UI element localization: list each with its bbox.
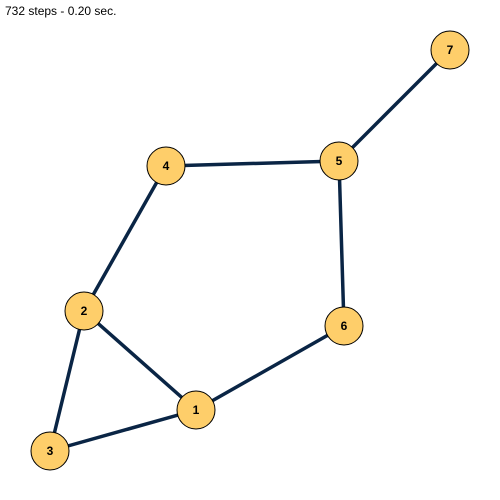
node-7[interactable]: 7 xyxy=(430,30,470,70)
node-2[interactable]: 2 xyxy=(64,291,104,331)
node-3[interactable]: 3 xyxy=(30,431,70,471)
edge-6-1 xyxy=(194,324,346,412)
edge-5-6 xyxy=(337,159,346,328)
node-label: 5 xyxy=(336,154,343,168)
node-6[interactable]: 6 xyxy=(324,306,364,346)
node-label: 3 xyxy=(47,444,54,458)
node-circle xyxy=(30,431,70,471)
node-circle xyxy=(64,291,104,331)
node-5[interactable]: 5 xyxy=(319,141,359,181)
nodes-layer: 1 2 3 4 5 6 7 xyxy=(30,30,470,471)
edge-2-3 xyxy=(48,309,86,453)
edges-layer xyxy=(48,48,452,453)
node-label: 6 xyxy=(341,319,348,333)
edge-3-1 xyxy=(48,408,198,453)
edge-2-1 xyxy=(82,309,198,412)
edge-4-5 xyxy=(164,159,341,168)
node-circle xyxy=(324,306,364,346)
node-1[interactable]: 1 xyxy=(176,390,216,430)
node-label: 2 xyxy=(81,304,88,318)
node-circle xyxy=(319,141,359,181)
node-label: 7 xyxy=(447,43,454,57)
node-4[interactable]: 4 xyxy=(146,146,186,186)
node-circle xyxy=(430,30,470,70)
node-label: 4 xyxy=(163,159,170,173)
status-text: 732 steps - 0.20 sec. xyxy=(5,4,117,18)
node-circle xyxy=(146,146,186,186)
edge-4-2 xyxy=(82,164,168,313)
node-label: 1 xyxy=(193,403,200,417)
node-circle xyxy=(176,390,216,430)
edge-7-5 xyxy=(337,48,452,163)
